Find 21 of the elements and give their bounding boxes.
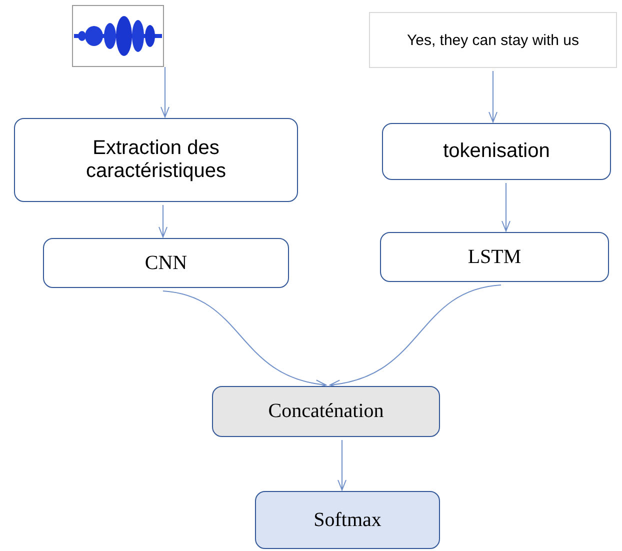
- process-box: [43, 238, 289, 288]
- arrow: [338, 440, 346, 490]
- process-box: [380, 232, 609, 282]
- arrow: [158, 204, 168, 238]
- node-label: LSTM: [468, 246, 522, 268]
- arrow: [502, 182, 510, 232]
- process-box: [382, 123, 611, 180]
- arrow: [160, 66, 170, 118]
- text-box: [369, 12, 617, 68]
- process-box: [255, 491, 440, 549]
- arrow: [330, 284, 502, 388]
- node-label: Softmax: [314, 508, 382, 532]
- node-label: CNN: [144, 252, 188, 274]
- node-label: tokenisation: [443, 140, 550, 163]
- node-label: Yes, they can stay with us: [406, 32, 580, 48]
- node-label: Concaténation: [268, 400, 384, 423]
- arrow: [162, 290, 326, 388]
- node-label: Extraction des caractéristiques: [84, 137, 228, 183]
- process-box: [212, 386, 440, 437]
- arrow: [488, 70, 498, 122]
- process-box: [14, 118, 298, 202]
